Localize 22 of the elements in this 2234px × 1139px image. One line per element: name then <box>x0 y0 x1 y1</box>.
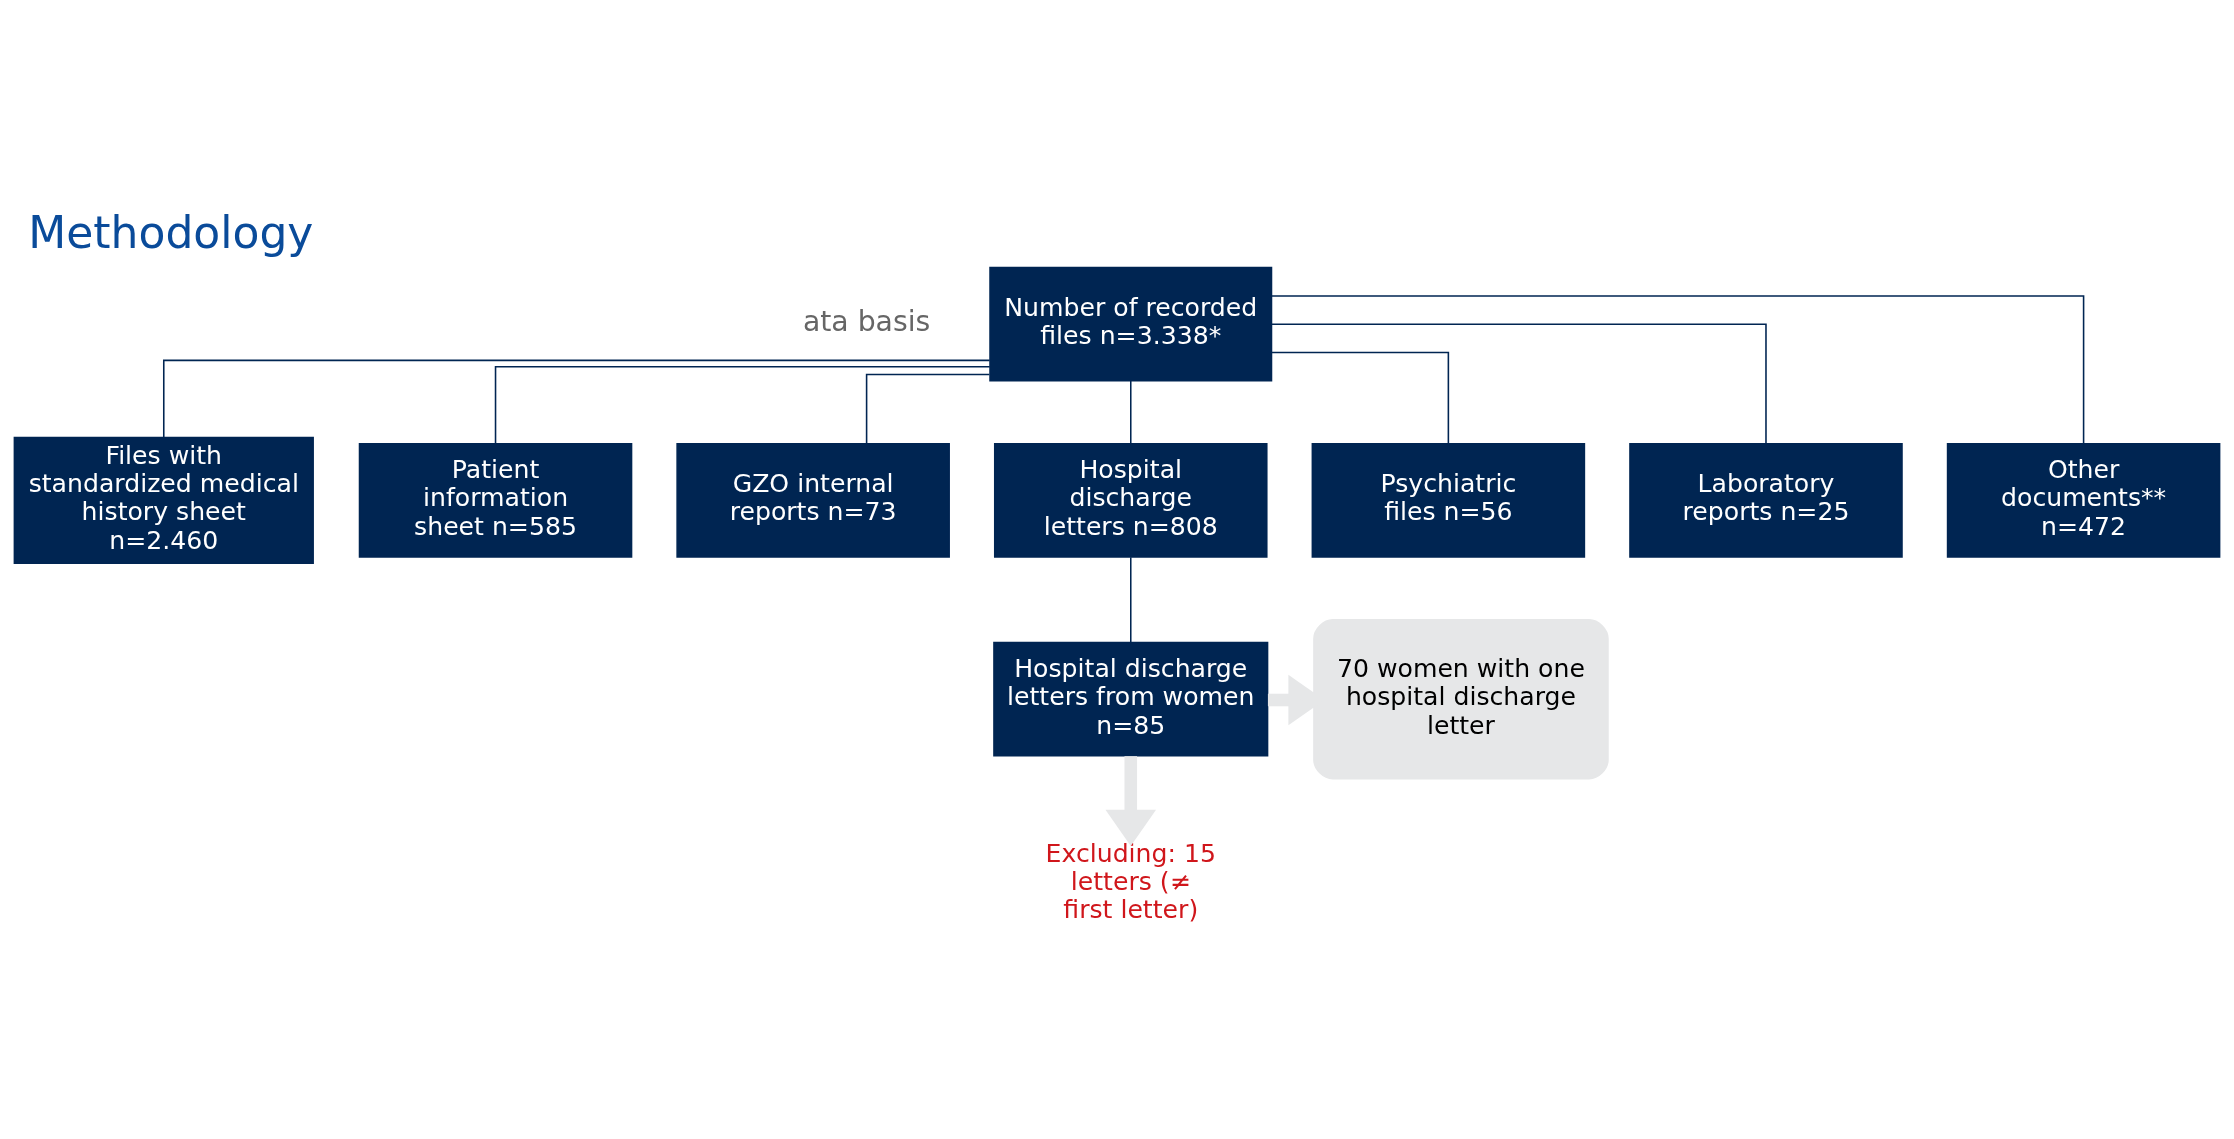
diagram-title: Methodology <box>28 206 314 258</box>
node-box: Hospital discharge letters n=808 <box>993 442 1268 558</box>
connector <box>1271 351 1450 445</box>
node-box: Laboratory reports n=25 <box>1629 442 1903 558</box>
connector <box>163 359 991 439</box>
node-box: 70 women with one hospital discharge letter <box>1313 619 1609 780</box>
node-box: Files with standardized medical history sheet n=2.460 <box>13 436 314 564</box>
connector <box>1271 295 2085 445</box>
node-box: Number of recorded files n=3.338* <box>989 266 1273 382</box>
connector <box>865 373 991 445</box>
node-box: Hospital discharge letters from women n=85 <box>993 641 1269 757</box>
node-box: GZO internal reports n=73 <box>676 442 950 558</box>
arrow <box>1105 756 1157 846</box>
connector <box>1270 323 1767 445</box>
node-box: Other documents** n=472 <box>1946 442 2221 558</box>
node-box: Psychiatric files n=56 <box>1311 442 1586 558</box>
node-text: Excluding: 15 letters (≠ first letter) <box>1045 838 1216 925</box>
connector <box>1129 556 1132 643</box>
connector <box>1129 380 1132 444</box>
connector <box>494 365 991 445</box>
label: ata basis <box>802 305 931 339</box>
node-box: Patient information sheet n=585 <box>358 442 633 558</box>
